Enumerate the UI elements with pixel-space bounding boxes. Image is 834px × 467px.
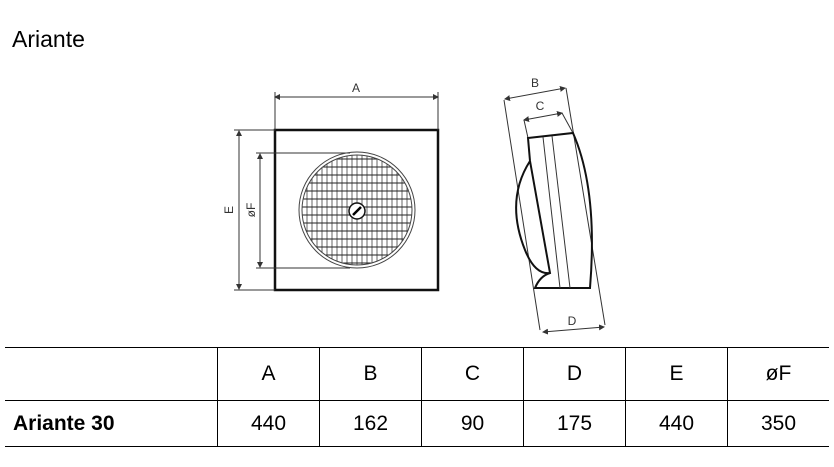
value-cell: 440 <box>217 400 320 447</box>
header-cell: B <box>319 347 422 401</box>
label-e: E <box>222 206 236 214</box>
label-c: C <box>536 99 545 113</box>
value-cell: 162 <box>319 400 422 447</box>
dimension-diagram: A E øF B C D <box>222 76 606 335</box>
table-header-row: A B C D E øF <box>5 347 829 401</box>
model-cell: Ariante 30 <box>5 400 218 447</box>
header-cell: A <box>217 347 320 401</box>
header-cell: C <box>421 347 524 401</box>
dimensions-table: A B C D E øF Ariante 30 440 162 90 175 4… <box>5 347 829 447</box>
side-view <box>503 85 606 335</box>
header-cell: E <box>625 347 728 401</box>
label-a: A <box>352 81 360 95</box>
header-cell: D <box>523 347 626 401</box>
value-cell: 350 <box>727 400 829 447</box>
header-cell <box>5 347 218 401</box>
header-cell: øF <box>727 347 829 401</box>
value-cell: 440 <box>625 400 728 447</box>
table-row: Ariante 30 440 162 90 175 440 350 <box>5 400 829 447</box>
value-cell: 175 <box>523 400 626 447</box>
value-cell: 90 <box>421 400 524 447</box>
front-view <box>234 92 440 292</box>
page-title: Ariante <box>12 26 85 52</box>
label-f: øF <box>244 203 258 218</box>
label-d: D <box>568 314 577 328</box>
label-b: B <box>531 76 539 90</box>
